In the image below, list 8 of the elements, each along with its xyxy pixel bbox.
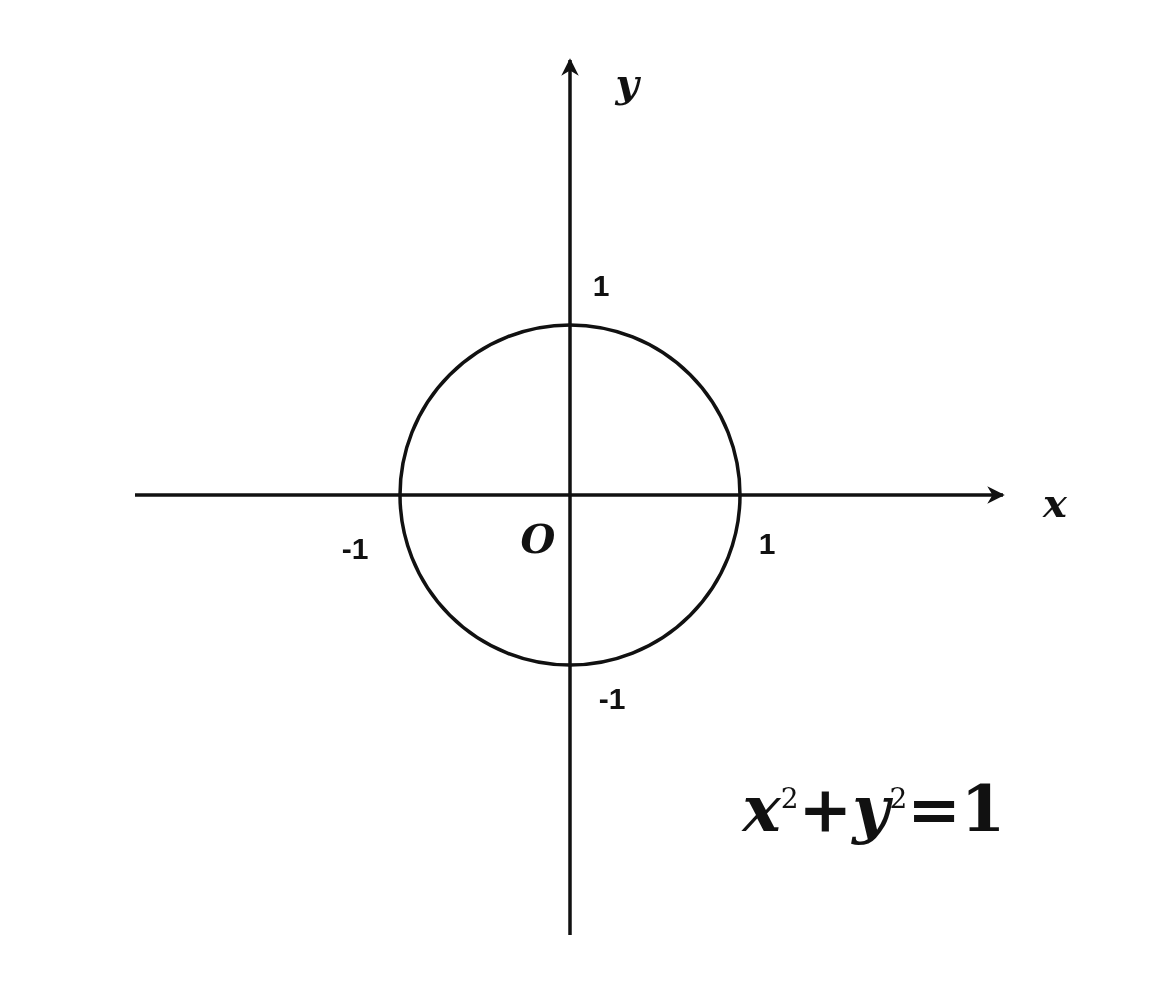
tick-label: 1 [758, 527, 776, 561]
tick-label: 1 [592, 269, 610, 303]
tick-label: -1 [341, 532, 369, 566]
equation: x$^{2}$+y$^{2}$=1 [742, 770, 1006, 846]
tick-label: -1 [598, 682, 626, 716]
axis-label: y [615, 58, 639, 106]
axis-label: x [1043, 478, 1067, 526]
origin-label: O [520, 514, 556, 562]
